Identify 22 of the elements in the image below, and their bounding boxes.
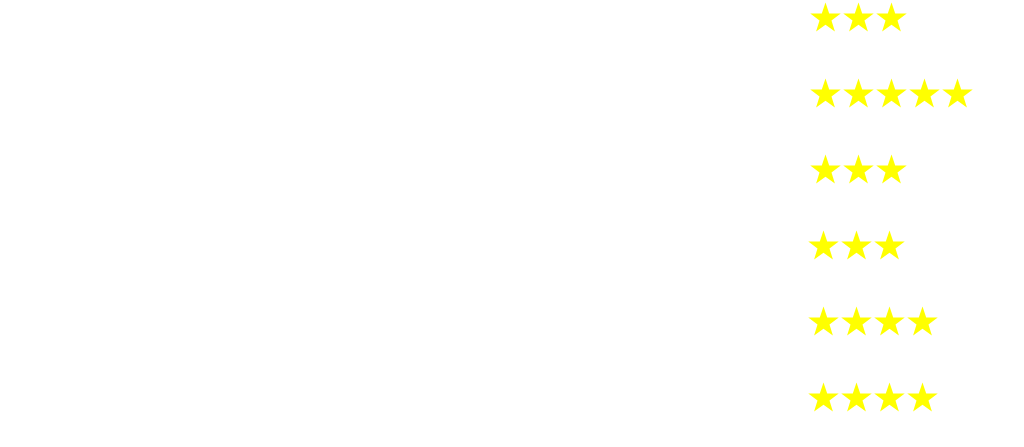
star-icon (810, 2, 841, 32)
star-icon (874, 230, 905, 260)
star-icon (909, 78, 940, 108)
star-icon (808, 306, 839, 336)
star-icon (876, 2, 907, 32)
star-icon (874, 382, 905, 412)
star-icon (841, 306, 872, 336)
star-icon (876, 154, 907, 184)
star-icon (810, 78, 841, 108)
star-icon (843, 78, 874, 108)
star-icon (907, 306, 938, 336)
star-icon (942, 78, 973, 108)
star-icon (874, 306, 905, 336)
star-icon (808, 230, 839, 260)
star-icon (841, 230, 872, 260)
star-icon (810, 154, 841, 184)
star-icon (841, 382, 872, 412)
star-icon (843, 154, 874, 184)
star-icon (907, 382, 938, 412)
star-icon (876, 78, 907, 108)
star-icon (843, 2, 874, 32)
star-icon (808, 382, 839, 412)
